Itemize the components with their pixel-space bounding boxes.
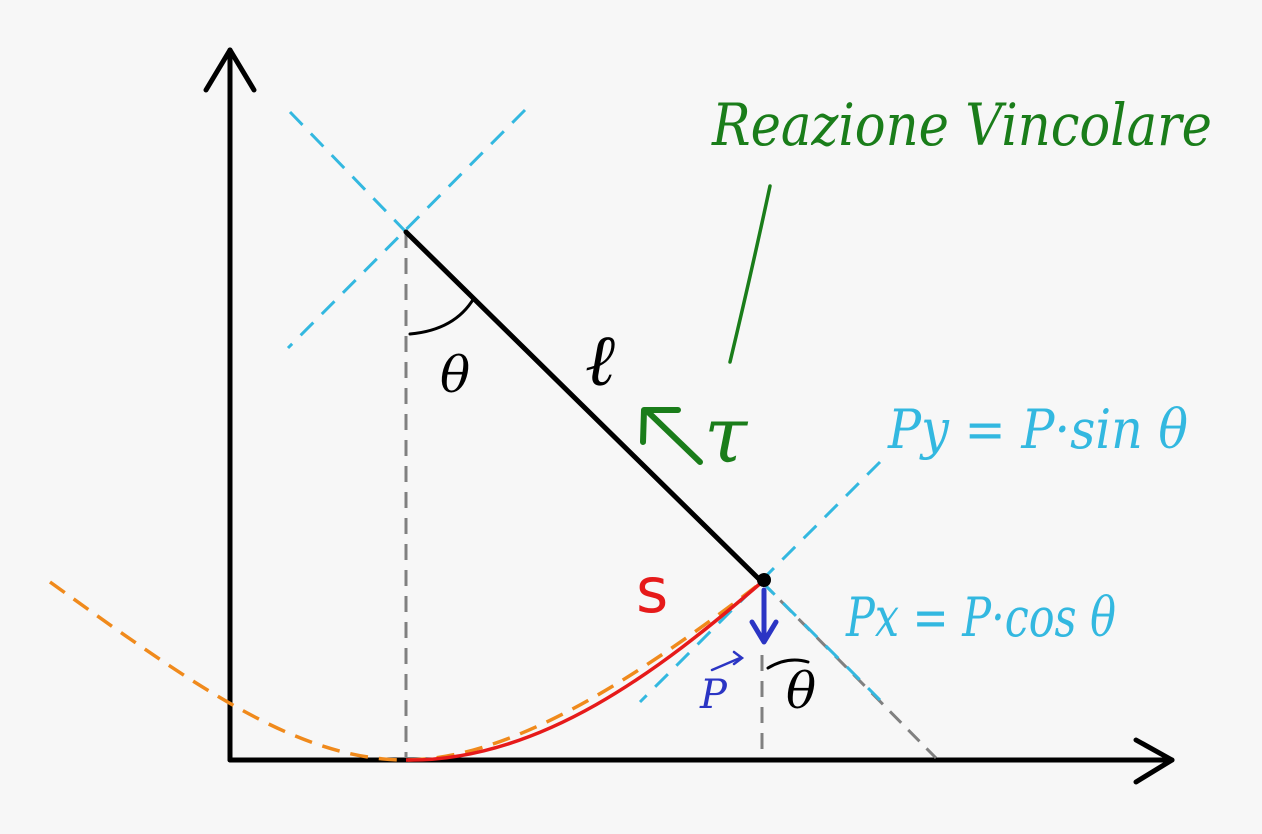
tension-label: τ (704, 391, 749, 481)
tangent-guide (638, 460, 882, 704)
pivot-guide-diagonal-1 (288, 110, 408, 234)
x-axis-arrow-icon (1133, 737, 1175, 785)
weight-vector-mark (710, 650, 745, 672)
y-axis-arrow-icon (203, 47, 257, 93)
weight-arrow-icon (749, 587, 779, 645)
cyan-guides (286, 108, 882, 704)
trajectory-path (48, 580, 764, 762)
angle-arc-bottom (766, 658, 810, 670)
tension-arrow-icon (640, 407, 703, 465)
arc-s (405, 580, 764, 762)
pendulum-bob (757, 573, 771, 587)
pendulum-rod (403, 229, 765, 585)
length-label: ℓ (585, 318, 615, 402)
weight-label: P (699, 672, 728, 718)
reaction-label: Reazione Vincolare (711, 91, 1212, 159)
arc-label: s (636, 554, 668, 627)
pivot-guide-diagonal-2 (286, 108, 527, 350)
angle-label-top: θ (440, 346, 470, 404)
px-formula: Px = P·cos θ (845, 586, 1116, 649)
reaction-pointer (728, 184, 772, 364)
angle-label-bottom: θ (786, 662, 816, 720)
angle-arc-top (408, 296, 476, 336)
py-formula: Py = P·sin θ (887, 398, 1188, 461)
